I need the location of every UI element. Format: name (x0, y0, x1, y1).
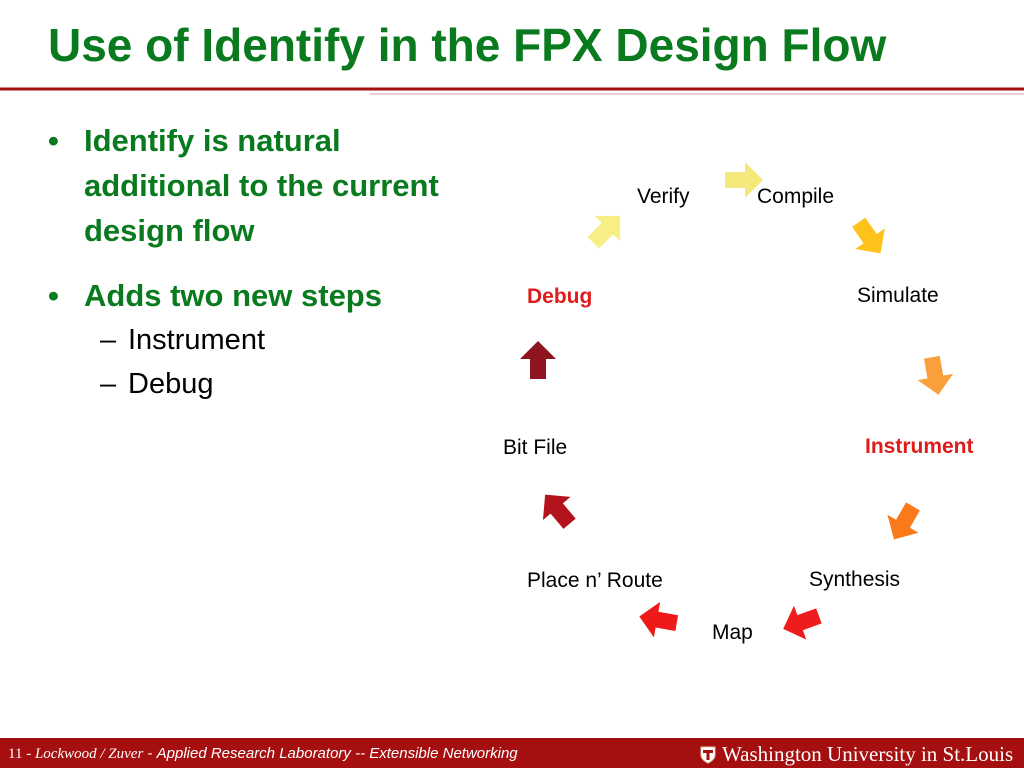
bullet-text: Adds two new steps (84, 278, 382, 313)
step-bit-file: Bit File (503, 436, 568, 459)
arrow-compile-to-simulate (843, 211, 896, 264)
step-compile: Compile (757, 185, 835, 208)
footer-separator: - (143, 745, 157, 762)
arrow-place-route-to-bit-file (531, 483, 584, 536)
step-place-route: Place n’ Route (527, 569, 663, 592)
bullet-text: Identify is natural additional to the cu… (84, 123, 439, 248)
step-synthesis: Synthesis (809, 568, 901, 591)
arrow-synthesis-to-map (777, 598, 826, 646)
arrow-simulate-to-instrument (914, 354, 957, 398)
sub-item: – Debug (44, 362, 464, 406)
university-logo: Washington University in St.Louis (700, 742, 1014, 766)
step-debug: Debug (527, 285, 593, 308)
university-name: Washington University in St.Louis (722, 742, 1014, 766)
footer-separator: - (22, 746, 35, 762)
step-instrument: Instrument (865, 435, 974, 458)
footer-bar: 11 - Lockwood / Zuver - Applied Research… (0, 738, 1024, 768)
footer-authors: Lockwood / Zuver (34, 746, 144, 762)
sub-item: – Instrument (44, 318, 464, 362)
arrow-instrument-to-synthesis (878, 497, 929, 549)
bullet-marker: • (48, 123, 59, 158)
step-map: Map (712, 621, 753, 644)
arrow-map-to-place-route (636, 598, 680, 641)
sub-text: Instrument (128, 324, 265, 356)
sub-marker: – (100, 368, 117, 400)
arrow-debug-to-verify (580, 203, 633, 256)
bullet-list: • Identify is natural additional to the … (44, 118, 464, 406)
title-rule (0, 87, 1024, 95)
footer-lab: Applied Research Laboratory -- Extensibl… (156, 745, 518, 762)
cycle-arrows (520, 162, 957, 646)
bullet-marker: • (48, 278, 59, 313)
slide-title: Use of Identify in the FPX Design Flow (48, 19, 887, 71)
step-verify: Verify (637, 185, 690, 208)
bullet-item: • Identify is natural additional to the … (44, 118, 464, 253)
step-simulate: Simulate (857, 284, 939, 307)
university-seal-icon (700, 746, 716, 764)
bullet-item: • Adds two new steps (44, 273, 464, 318)
page-number: 11 (8, 746, 23, 762)
sub-marker: – (100, 324, 117, 356)
arrow-bit-file-to-debug (520, 341, 556, 379)
footer-credits: 11 - Lockwood / Zuver - Applied Research… (8, 745, 518, 763)
sub-text: Debug (128, 368, 214, 400)
